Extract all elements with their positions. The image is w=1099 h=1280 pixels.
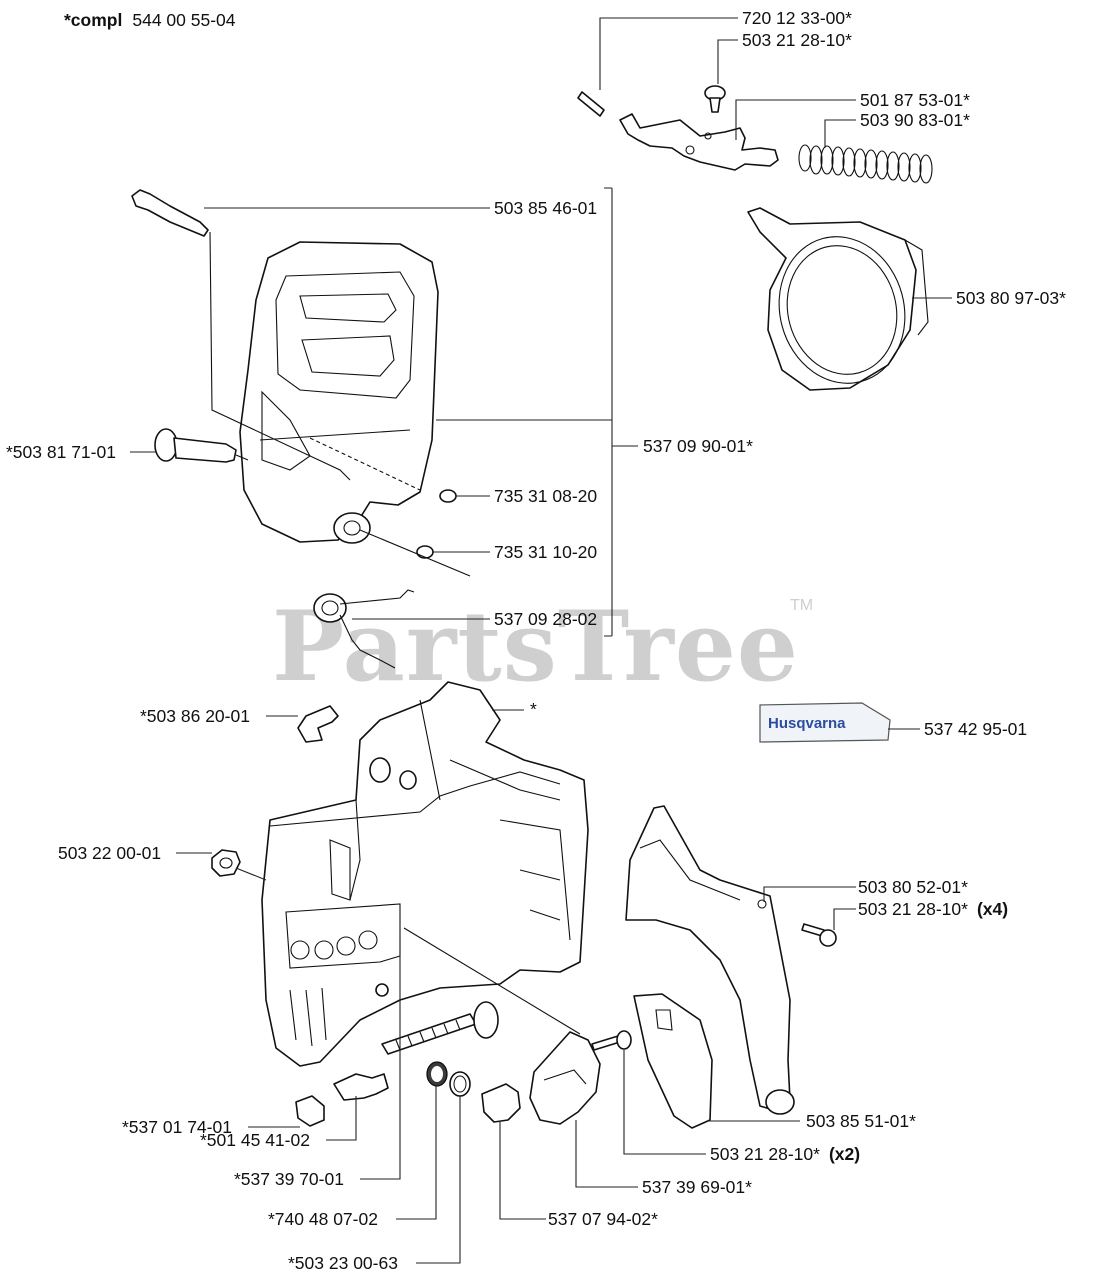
label-503-90-83-01: 503 90 83-01* (860, 110, 970, 130)
label-503-85-46-01: 503 85 46-01 (494, 198, 597, 218)
label-503-21-28-10-top: 503 21 28-10* (742, 30, 852, 50)
label-503-81-71-01: *503 81 71-01 (6, 442, 116, 462)
spacer-drawing (333, 512, 371, 544)
oil-pump-body-drawing (529, 1031, 601, 1125)
label-asterisk: * (530, 699, 537, 719)
label-503-23-00-63: *503 23 00-63 (288, 1253, 398, 1273)
brake-band-drawing (747, 207, 929, 391)
stud-drawing (154, 428, 237, 463)
guide-plate-parts (625, 805, 837, 1129)
pin-drawing (577, 91, 605, 117)
watermark-tm: TM (790, 597, 813, 614)
fitting-drawing (333, 1073, 389, 1101)
clip-drawing (297, 705, 339, 743)
label-501-87-53-01: 501 87 53-01* (860, 90, 970, 110)
gear-drawing (481, 1083, 521, 1123)
label-740-48-07-02: *740 48 07-02 (268, 1209, 378, 1229)
label-537-09-90-01: 537 09 90-01* (643, 436, 753, 456)
label-503-21-28-10-x2: 503 21 28-10* (x2) (710, 1144, 860, 1164)
husqvarna-decal: Husqvarna (759, 702, 891, 743)
label-537-07-94-02: 537 07 94-02* (548, 1209, 658, 1229)
clutch-cover-parts (131, 189, 471, 669)
cover-plate-drawing (633, 993, 713, 1129)
label-537-42-95-01: 537 42 95-01 (924, 719, 1027, 739)
label-537-39-70-01: *537 39 70-01 (234, 1169, 344, 1189)
circlip-2-drawing (416, 545, 434, 559)
tension-spring-drawing (313, 589, 415, 669)
label-quantity-x4: (x4) (977, 899, 1008, 919)
label-503-22-00-01: 503 22 00-01 (58, 843, 161, 863)
label-735-31-08-20: 735 31 08-20 (494, 486, 597, 506)
oil-pump-worm-drawing (381, 1001, 499, 1055)
label-501-45-41-02: *501 45 41-02 (200, 1130, 310, 1150)
label-537-01-74-01: *537 01 74-01 (122, 1117, 232, 1137)
label-503-21-28-10-x2-number: 503 21 28-10* (710, 1144, 820, 1164)
circlip-1-drawing (439, 489, 457, 503)
nozzle-drawing (295, 1095, 325, 1127)
chain-brake-parts (577, 85, 933, 391)
label-503-80-52-01: 503 80 52-01* (858, 877, 968, 897)
nut-drawing (211, 849, 241, 877)
assembly-part-number: 544 00 55-04 (132, 10, 235, 30)
screw-top-drawing (704, 85, 726, 113)
label-503-80-97-03: 503 80 97-03* (956, 288, 1066, 308)
assembly-prefix: *compl (64, 10, 122, 30)
crankcase-parts (211, 681, 632, 1127)
part-labels: 720 12 33-00* 503 21 28-10* 501 87 53-01… (6, 8, 1066, 1273)
label-537-09-28-02: 537 09 28-02 (494, 609, 597, 629)
label-503-21-28-10-x4: 503 21 28-10* (x4) (858, 899, 1008, 919)
leader-lines (130, 17, 952, 1264)
husqvarna-logo-text: Husqvarna (768, 715, 846, 732)
spring-drawing (798, 144, 933, 184)
main-housing-drawing (261, 681, 589, 1067)
guide-pin-drawing (131, 189, 209, 237)
latch-drawing (619, 113, 779, 171)
label-503-21-28-10-x4-number: 503 21 28-10* (858, 899, 968, 919)
watermark: PartsTree (272, 590, 799, 703)
label-503-86-20-01: *503 86 20-01 (140, 706, 250, 726)
label-quantity-x2: (x2) (829, 1144, 860, 1164)
label-735-31-10-20: 735 31 10-20 (494, 542, 597, 562)
label-720-12-33-00: 720 12 33-00* (742, 8, 852, 28)
label-537-39-69-01: 537 39 69-01* (642, 1177, 752, 1197)
assembly-number: *compl 544 00 55-04 (64, 10, 236, 30)
label-503-85-51-01: 503 85 51-01* (806, 1111, 916, 1131)
screw-x2-drawing (591, 1030, 632, 1051)
screw-x4-drawing (801, 923, 837, 947)
